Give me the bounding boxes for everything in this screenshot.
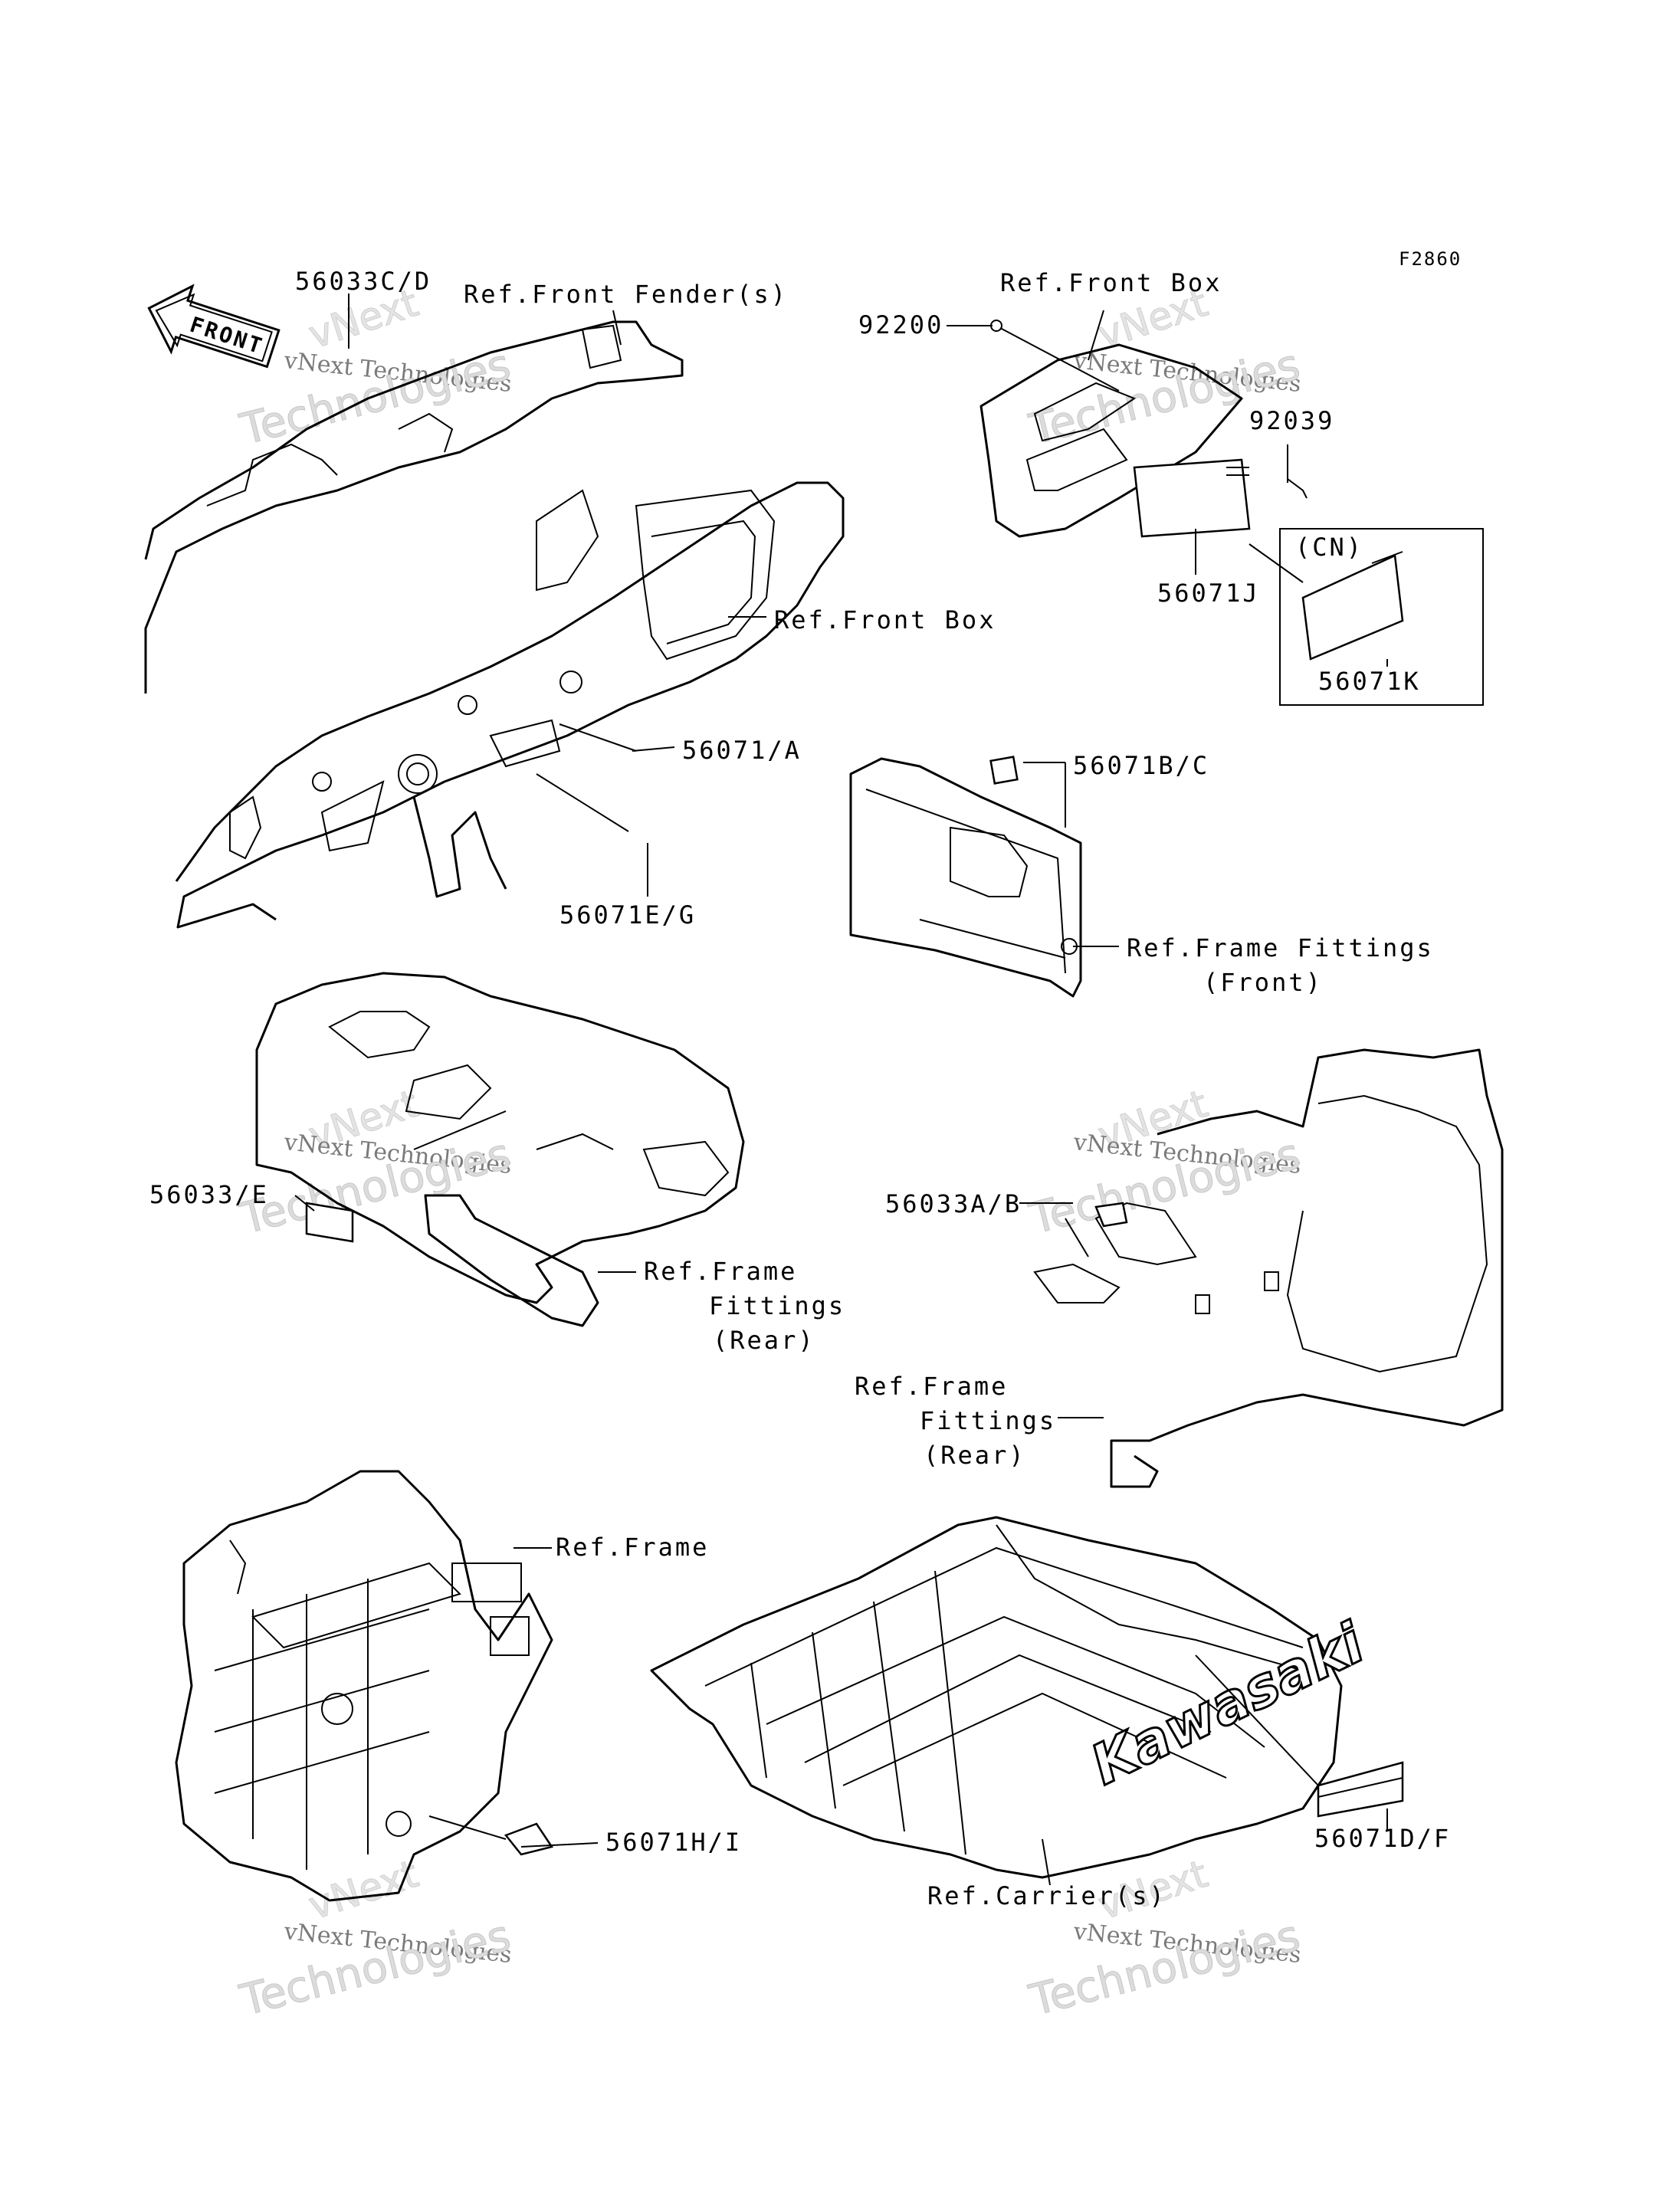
callout-56071j: 56071J <box>1157 579 1260 608</box>
cn-box <box>1279 528 1484 706</box>
callout-56033-e: 56033/E <box>149 1180 269 1209</box>
callout-ref-front-box-top: Ref.Front Box <box>1000 268 1222 297</box>
callout-92039: 92039 <box>1249 406 1334 435</box>
front-arrow: FRONT <box>147 284 281 369</box>
callout-56071-a: 56071/A <box>682 736 802 765</box>
callout-56071h-i: 56071H/I <box>605 1828 742 1857</box>
callout-ref-frame-rear-left-2: Fittings <box>709 1291 845 1320</box>
front-fender-assembly <box>144 320 845 929</box>
carrier-bed: Kawasaki <box>650 1516 1404 1879</box>
callout-92200: 92200 <box>858 310 943 339</box>
rear-seat-frame-fittings-left <box>255 972 745 1327</box>
callout-56071k: 56071K <box>1318 667 1421 696</box>
callout-front-suffix: (Front) <box>1203 968 1323 997</box>
callout-ref-frame-rear-right-1: Ref.Frame <box>855 1372 1008 1401</box>
callout-56071d-f: 56071D/F <box>1314 1824 1451 1853</box>
callout-ref-front-box-mid: Ref.Front Box <box>774 605 996 635</box>
front-box-lid <box>979 320 1484 706</box>
callout-56033a-b: 56033A/B <box>885 1189 1022 1218</box>
callout-cn: (CN) <box>1295 533 1363 562</box>
callout-56071e-g: 56071E/G <box>559 900 696 930</box>
frame-fittings-front <box>849 756 1082 998</box>
callout-56033c-d: 56033C/D <box>295 267 431 296</box>
callout-ref-frame-rear-right-2: Fittings <box>920 1406 1056 1435</box>
callout-ref-frame-rear-left-3: (Rear) <box>713 1326 815 1355</box>
callout-ref-frame-rear-left-1: Ref.Frame <box>644 1257 797 1286</box>
callout-56071b-c: 56071B/C <box>1073 751 1209 780</box>
callout-ref-carriers: Ref.Carrier(s) <box>927 1881 1166 1910</box>
figure-code: F2860 <box>1399 248 1462 270</box>
callout-labels: 56033C/D Ref.Front Fender(s) Ref.Front B… <box>149 267 1451 1910</box>
callout-ref-frame-fittings-front: Ref.Frame Fittings <box>1127 933 1434 962</box>
callout-ref-frame: Ref.Frame <box>556 1533 709 1562</box>
frame-assembly <box>175 1470 554 1902</box>
watermark-vnext: vNext <box>304 1851 424 1928</box>
rear-frame-fittings-right <box>1033 1048 1504 1488</box>
callout-ref-front-fenders: Ref.Front Fender(s) <box>464 280 788 309</box>
leader-lines <box>294 293 1388 1886</box>
callout-ref-frame-rear-right-3: (Rear) <box>924 1441 1026 1470</box>
